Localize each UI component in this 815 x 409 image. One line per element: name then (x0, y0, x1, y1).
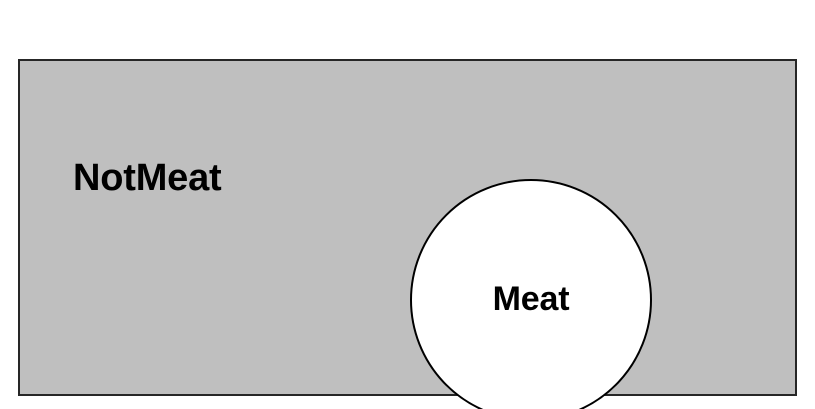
subset-circle-meat: Meat (410, 179, 652, 409)
universe-label: NotMeat (73, 157, 222, 199)
universe-rectangle-notmeat: NotMeat Meat (18, 59, 797, 409)
subset-label: Meat (492, 280, 570, 318)
